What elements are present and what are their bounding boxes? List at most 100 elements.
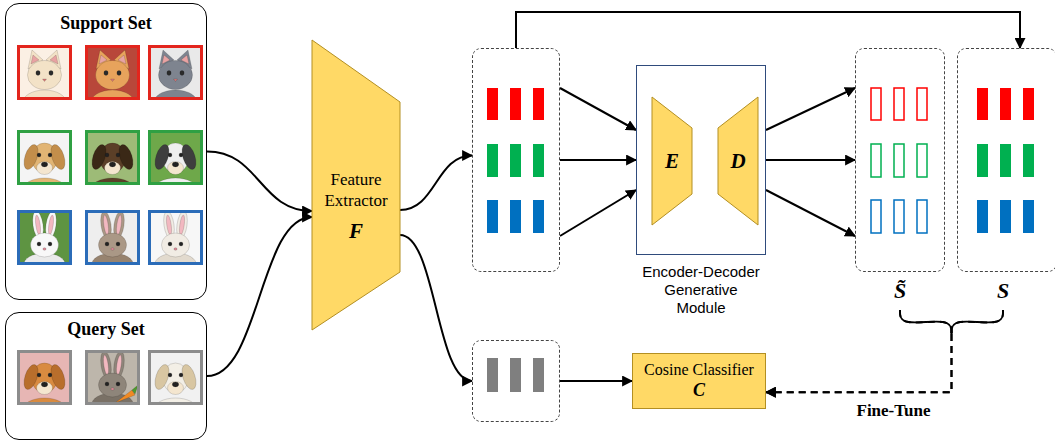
support-feature-bar — [533, 88, 544, 120]
drawing-part — [102, 355, 109, 375]
drawing-part — [148, 130, 203, 185]
drawing-part — [48, 242, 52, 246]
drawing-part — [148, 45, 203, 100]
real-feature-bar — [1000, 144, 1011, 177]
real-feature-bar — [977, 144, 988, 177]
photo-frame — [87, 47, 139, 99]
drawing-part — [174, 79, 178, 82]
feature-extractor: Feature ExtractorF — [312, 40, 400, 330]
photo-frame — [19, 132, 71, 184]
drawing-part — [47, 215, 54, 235]
drawing-part — [37, 373, 41, 377]
encoder-symbol: E — [665, 149, 679, 174]
drawing-part — [115, 355, 122, 375]
real-feature-bar — [1000, 200, 1011, 233]
drawing-part — [37, 242, 41, 246]
flow-arrow — [766, 190, 855, 236]
module-name: Feature Extractor — [316, 170, 396, 211]
drawing-part — [116, 242, 120, 246]
drawing-part — [168, 373, 172, 377]
drawing-part — [148, 130, 203, 185]
module-caption: Encoder-Decoder Generative Module — [640, 263, 762, 317]
support-feature-bar — [533, 200, 544, 233]
drawing-part — [17, 130, 72, 185]
drawing-part — [34, 215, 41, 235]
flow-arrow — [560, 190, 636, 236]
photo-frame — [150, 352, 202, 404]
drawing-part — [105, 153, 109, 157]
support-feature-bar — [487, 144, 498, 177]
generative-module: Encoder-Decoder Generative Module E D — [636, 65, 766, 315]
drawing-part — [105, 162, 121, 175]
photo-frame — [150, 132, 202, 184]
generated-feature-bar — [894, 88, 904, 120]
drawing-part — [168, 242, 172, 246]
support-feature-set: S — [957, 48, 1055, 310]
support-feature-bar — [487, 200, 498, 233]
cat-photo — [17, 45, 72, 116]
photo-frame — [150, 47, 202, 99]
drawing-part — [17, 45, 72, 100]
encoder: E — [652, 97, 692, 225]
dog-photo — [85, 130, 140, 202]
drawing-part — [99, 373, 127, 397]
decoder: D — [718, 97, 758, 225]
flow-arrow — [400, 235, 472, 381]
drawing-part — [85, 130, 140, 185]
drawing-part — [168, 162, 184, 175]
trapezoid-shape — [718, 97, 758, 225]
panel-title: Query Set — [6, 319, 206, 340]
drawing-part — [37, 153, 41, 157]
rabbit-photo — [85, 210, 140, 277]
brace — [900, 310, 952, 334]
drawing-part — [165, 215, 172, 235]
support-feature-bar — [510, 200, 521, 233]
drawing-part — [116, 153, 120, 157]
support-feature-bar — [510, 144, 521, 177]
set-symbol: S̃ — [855, 278, 945, 304]
generated-feature-set: S̃ — [855, 48, 945, 310]
drawing-part — [96, 61, 130, 90]
drawing-part — [17, 130, 72, 185]
drawing-part — [159, 61, 193, 90]
panel-title: Support Set — [6, 13, 206, 34]
drawing-part — [37, 162, 53, 175]
drawing-part — [31, 233, 59, 257]
drawing-part — [168, 382, 184, 395]
brace — [952, 310, 1004, 334]
drawing-part — [105, 242, 109, 246]
cat-photo — [85, 45, 140, 116]
feature-set-frame — [957, 48, 1055, 272]
drawing-part — [43, 79, 47, 82]
flow-arrow — [207, 217, 312, 376]
drawing-part — [148, 210, 203, 265]
drawing-part — [49, 71, 53, 76]
photo-frame — [19, 47, 71, 99]
flow-arrow — [400, 156, 472, 210]
drawing-part — [148, 350, 203, 405]
drawing-part — [17, 350, 72, 405]
real-feature-bar — [977, 88, 988, 120]
support-feature-bar — [510, 88, 521, 120]
drawing-part — [116, 382, 120, 386]
real-feature-bar — [1000, 88, 1011, 120]
cat-photo — [148, 45, 203, 116]
drawing-part — [48, 373, 52, 377]
drawing-part — [117, 71, 121, 76]
dog-photo — [17, 350, 72, 422]
drawing-part — [174, 248, 177, 251]
flow-arrow — [516, 12, 1020, 48]
drawing-part — [28, 61, 62, 90]
drawing-part — [167, 71, 171, 76]
drawing-part — [41, 382, 47, 387]
generated-feature-bar — [917, 88, 927, 120]
query-feature-group — [472, 340, 560, 422]
drawing-part — [17, 210, 72, 265]
drawing-part — [172, 382, 178, 387]
drawing-part — [85, 210, 140, 265]
query-set-panel: Query Set — [5, 312, 207, 440]
drawing-part — [162, 233, 190, 257]
